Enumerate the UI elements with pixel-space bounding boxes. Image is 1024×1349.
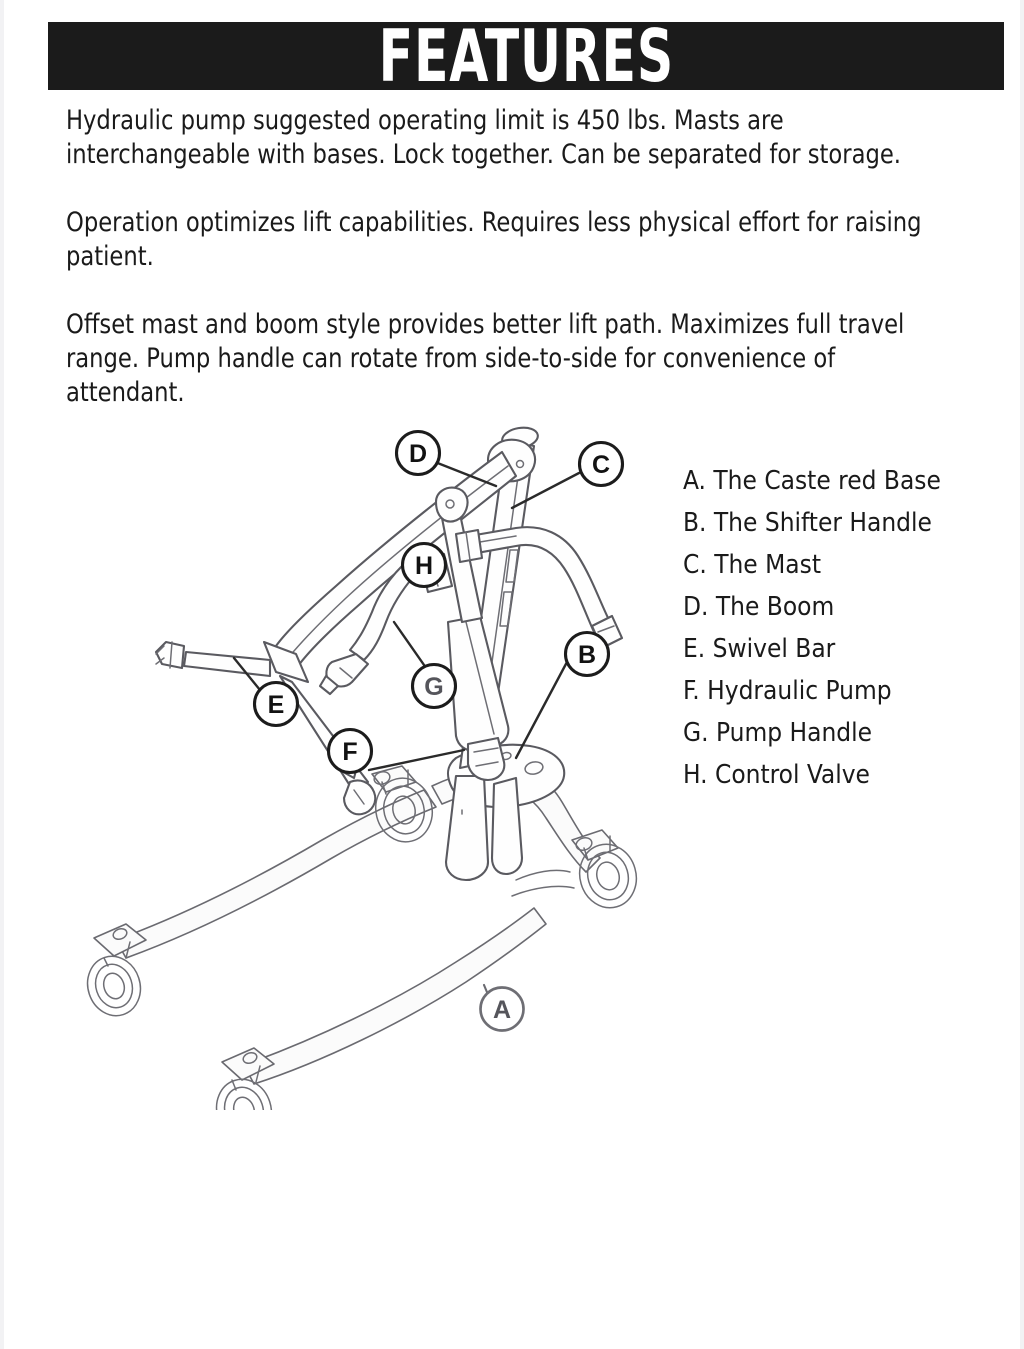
caster-wheel-rear-center [371,765,433,843]
callout-circle-a [479,986,525,1032]
intro-text-block: Hydraulic pump suggested operating limit… [66,104,976,410]
callout-circle-c [577,440,625,488]
callout-circle-h [400,541,448,589]
callout-circle-f [326,727,374,775]
page-title: FEATURES [378,14,674,98]
callout-label-e: E [268,691,285,719]
callout-label-f: F [342,738,357,766]
callout-circle-d [394,429,442,477]
intro-paragraph-1: Hydraulic pump suggested operating limit… [66,105,901,170]
callout-bubble-h[interactable]: H [400,541,448,589]
callout-circle-b [563,630,611,678]
callout-circle-g [410,662,458,710]
caster-wheel-front-left [215,1047,275,1110]
legend-item-f: F. Hydraulic Pump [683,676,892,706]
callout-bubble-f[interactable]: F [326,727,374,775]
callout-label-b: B [578,641,596,669]
leader-line-b [514,660,569,760]
callout-circle-e [252,680,300,728]
parts-legend-list: A. The Caste red Base B. The Shifter Han… [683,460,1003,796]
legend-item-b: B. The Shifter Handle [683,508,932,538]
legend-item-c: C. The Mast [683,550,821,580]
callout-label-h: H [415,552,433,580]
callout-label-g: G [424,673,443,701]
caster-wheel-right [571,829,638,909]
callout-bubble-e[interactable]: E [252,680,300,728]
callout-label-a: A [493,996,511,1024]
callout-bubble-b[interactable]: B [563,630,611,678]
callout-bubble-a[interactable]: A [479,986,525,1032]
callout-label-c: C [592,451,610,479]
caster-wheel-rear-left [86,923,147,1017]
intro-paragraph-3: Offset mast and boom style provides bett… [66,309,905,408]
leader-line-f [367,748,466,772]
callout-bubble-d[interactable]: D [394,429,442,477]
callout-bubble-c[interactable]: C [577,440,625,488]
legend-item-d: D. The Boom [683,592,835,622]
patient-lift-diagram: D C H B G E F [64,410,684,1110]
legend-item-e: E. Swivel Bar [683,634,836,664]
leader-line-d [433,460,498,488]
features-header-banner: FEATURES [48,14,1004,98]
callout-label-d: D [409,440,427,468]
legend-item-h: H. Control Valve [683,760,870,790]
hydraulic-pump-cylinder [434,486,510,782]
leader-line-c [510,471,581,510]
legend-item-a: A. The Caste red Base [683,466,941,496]
legend-item-g: G. Pump Handle [683,718,873,748]
intro-paragraph-2: Operation optimizes lift capabilities. R… [66,207,922,272]
callout-bubble-g[interactable]: G [410,662,458,710]
